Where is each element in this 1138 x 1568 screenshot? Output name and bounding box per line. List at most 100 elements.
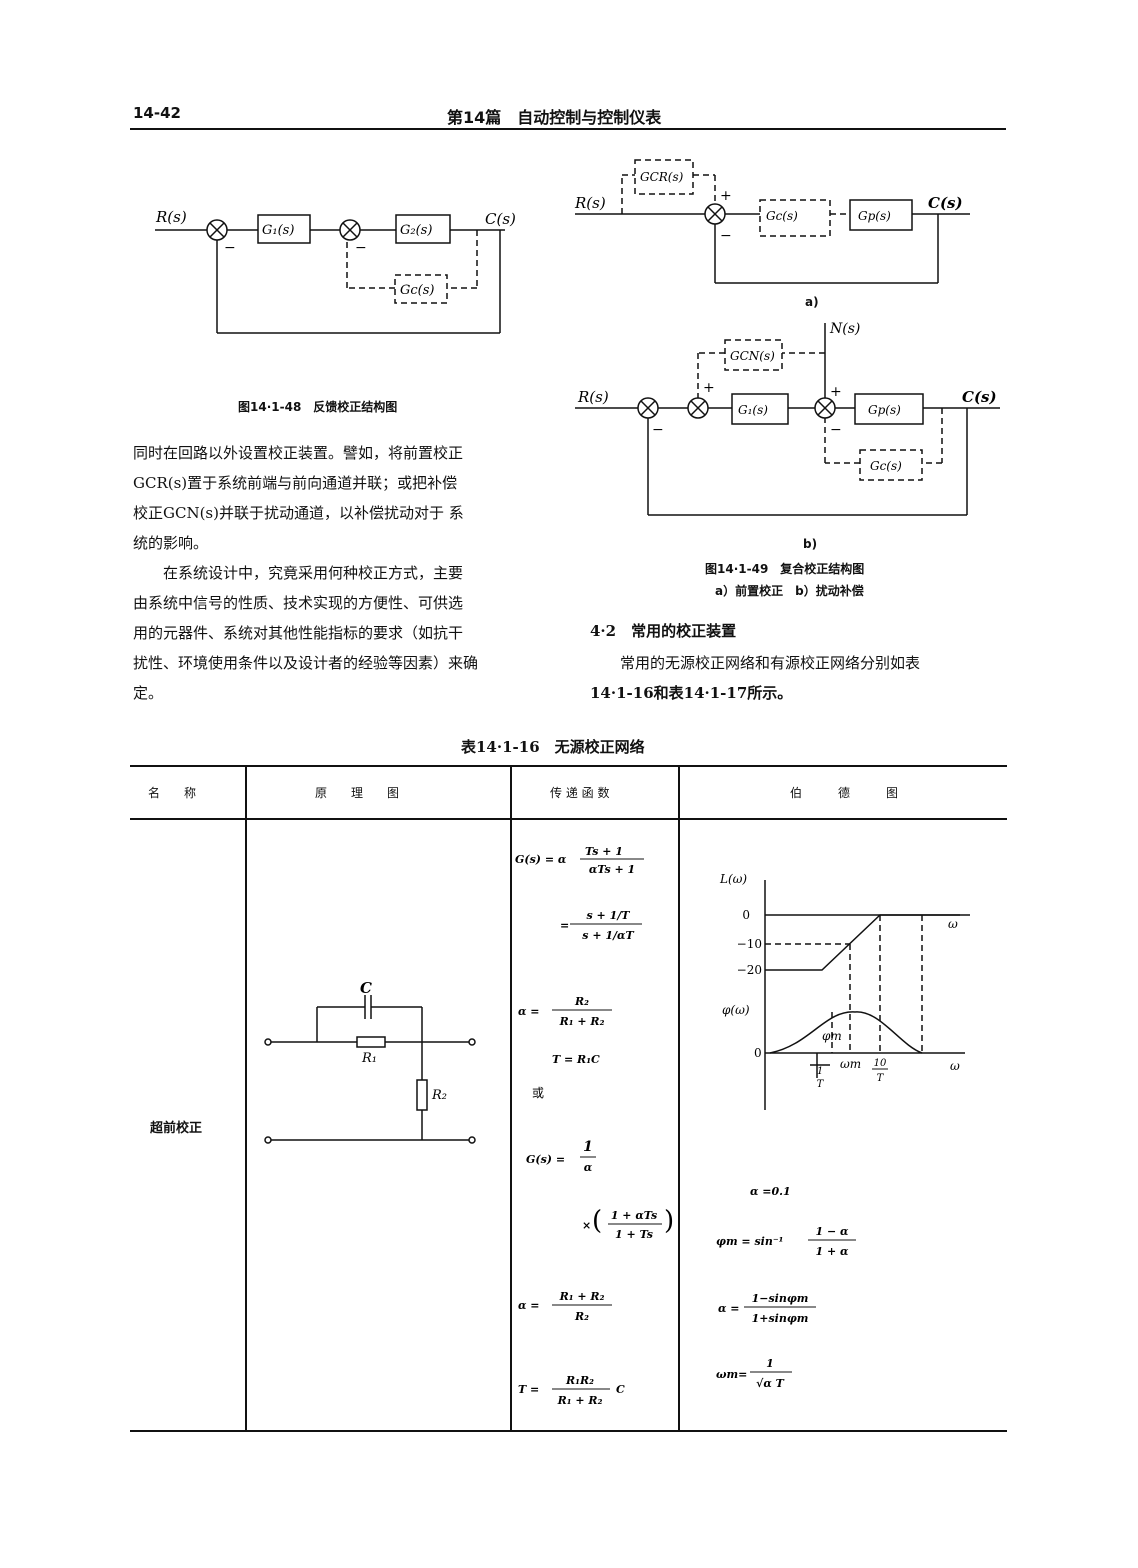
- tf8-lhs: T =: [518, 1383, 539, 1396]
- text-line: 定。: [133, 684, 164, 702]
- tf6-num: 1 + αTs: [611, 1209, 657, 1222]
- tf1-lhs: G(s) = α: [515, 853, 567, 866]
- fig49a-gp-block: Gp(s): [858, 209, 891, 223]
- fig48-input-label: R(s): [155, 208, 187, 226]
- tf1-den: αTs + 1: [589, 863, 635, 876]
- left-paragraphs: 同时在回路以外设置校正装置。譬如，将前置校正 GCR(s)置于系统前端与前向通道…: [133, 438, 558, 708]
- r1-label: R₁: [361, 1051, 377, 1066]
- tf3-lhs: α =: [518, 1005, 540, 1018]
- tf4: T = R₁C: [552, 1053, 600, 1066]
- fig48-output-label: C(s): [485, 210, 516, 228]
- tf5-den: α: [584, 1161, 593, 1174]
- bode-omega-m: ωm: [840, 1057, 861, 1071]
- bode-formulas: α =0.1 φm = sin⁻¹ 1 − α 1 + α α = 1−sinφ…: [716, 1185, 856, 1390]
- tf3-num: R₂: [574, 995, 589, 1008]
- phim-eq-num: 1 − α: [816, 1225, 850, 1238]
- text-line: GCR(s)置于系统前端与前向通道并联；或把补偿: [133, 474, 458, 492]
- tf8-num: R₁R₂: [565, 1374, 594, 1387]
- col-header-bode: 伯 德 图: [790, 786, 899, 800]
- fig49b-input-label: R(s): [577, 388, 609, 406]
- tf3-den: R₁ + R₂: [559, 1015, 605, 1028]
- text-line: 用的元器件、系统对其他性能指标的要求（如抗干: [133, 624, 464, 642]
- fig49-subcaption: a）前置校正 b）扰动补偿: [715, 584, 864, 598]
- tf7-den: R₂: [574, 1310, 589, 1323]
- tf5-num: 1: [583, 1139, 593, 1155]
- text-line: 由系统中信号的性质、技术实现的方便性、可供选: [133, 594, 464, 612]
- tf6-den: 1 + Ts: [615, 1228, 653, 1241]
- alpha-eq-den: 1+sinφm: [752, 1312, 809, 1325]
- tf2-den: s + 1/αT: [582, 929, 634, 942]
- col-divider: [510, 767, 512, 1430]
- fig49a-gc-block: Gc(s): [766, 209, 798, 223]
- omegam-den: √α T: [756, 1377, 785, 1390]
- tf7-lhs: α =: [518, 1299, 540, 1312]
- fig49a-input-label: R(s): [574, 194, 606, 212]
- table-header-rule: [130, 818, 1007, 820]
- col-header-schematic: 原 理 图: [315, 786, 400, 800]
- fig49-b-label: b): [803, 537, 818, 551]
- fig49a-gcr-block: GCR(s): [640, 170, 684, 184]
- section-paragraph: 常用的无源校正网络和有源校正网络分别如表 14·1-16和表14·1-17所示。: [590, 648, 1015, 708]
- tf2-num: s + 1/T: [587, 909, 631, 922]
- col-header-transfer: 传 递 函 数: [550, 786, 610, 800]
- fig49b-gcn-block: GCN(s): [730, 349, 775, 363]
- phim-eq-lhs: φm = sin⁻¹: [716, 1235, 783, 1248]
- col-divider: [245, 767, 247, 1430]
- text-line: 14·1-16和表14·1-17所示。: [590, 684, 793, 702]
- fig49b-minus-1: −: [652, 422, 664, 438]
- text-line: 同时在回路以外设置校正装置。譬如，将前置校正: [133, 444, 464, 462]
- chapter-title: 第14篇 自动控制与控制仪表: [447, 108, 662, 127]
- fig49-a-label: a): [805, 295, 819, 309]
- fig49-caption: 图14·1-49 复合校正结构图: [705, 562, 865, 576]
- tf-or: 或: [532, 1086, 544, 1100]
- fig48-g2-block: G₂(s): [400, 223, 432, 238]
- omegam-lhs: ωm=: [716, 1368, 747, 1381]
- alpha-eq-num: 1−sinφm: [752, 1292, 809, 1305]
- alpha-eq-lhs: α =: [718, 1302, 740, 1315]
- table-bottom-rule: [130, 1430, 1007, 1432]
- fig49b-minus-2: −: [830, 422, 842, 438]
- tf2-lhs: =: [560, 919, 569, 932]
- bode-l-label: L(ω): [719, 872, 747, 886]
- fig49a-minus: −: [720, 228, 732, 244]
- tf1-num: Ts + 1: [585, 845, 623, 858]
- fig49b-gc-block: Gc(s): [870, 459, 902, 473]
- tf6-lhs: ×: [582, 1219, 591, 1232]
- bode-phi-label: φ(ω): [722, 1003, 750, 1017]
- text-line: 校正GCN(s)并联于扰动通道，以补偿扰动对于 系: [133, 504, 464, 522]
- fig49b-plus-1: +: [703, 380, 715, 396]
- bode-omega-bottom: ω: [950, 1059, 960, 1073]
- row-name: 超前校正: [150, 1121, 203, 1136]
- col-header-name: 名 称: [148, 786, 197, 800]
- omegam-num: 1: [766, 1357, 774, 1370]
- alpha-value: α =0.1: [750, 1185, 791, 1198]
- paren-right: ): [664, 1206, 674, 1236]
- text-line: 常用的无源校正网络和有源校正网络分别如表: [620, 654, 921, 672]
- fig49b-plus-2: +: [830, 384, 842, 400]
- bode-tick-minus20: −20: [737, 963, 762, 977]
- table-title: 表14·1-16 无源校正网络: [461, 738, 645, 756]
- table-top-rule: [130, 765, 1007, 767]
- r2-label: R₂: [431, 1088, 447, 1103]
- section-heading: 4·2 常用的校正装置: [590, 622, 737, 640]
- fig48-g1-block: G₁(s): [262, 223, 294, 238]
- tf8-den: R₁ + R₂: [557, 1394, 603, 1407]
- composite-correction-diagram-b: R(s) C(s) N(s) GCN(s) G₁(s) Gp(s) Gc(s) …: [575, 321, 1000, 516]
- bode-tick-minus10: −10: [737, 937, 762, 951]
- tf5-lhs: G(s) =: [526, 1153, 565, 1166]
- col-divider: [678, 767, 680, 1430]
- bode-plot: L(ω) 0 −10 −20 ω φ(ω) 0 φm ωm 1 T 10 T ω: [719, 872, 970, 1110]
- page-number: 14-42: [133, 104, 181, 122]
- fig49a-plus: +: [720, 188, 732, 204]
- paren-left: (: [592, 1206, 602, 1236]
- bode-phi-m: φm: [822, 1029, 842, 1043]
- fig49b-output-label: C(s): [962, 388, 997, 406]
- bode-x1-den: T: [817, 1079, 825, 1090]
- bode-tick-0: 0: [742, 908, 750, 922]
- composite-correction-diagram-a: R(s) C(s) GCR(s) Gc(s) Gp(s) + −: [574, 159, 970, 284]
- lead-network-schematic: C R₁ R₂: [264, 979, 476, 1144]
- text-line: 在系统设计中，究竟采用何种校正方式，主要: [163, 564, 464, 582]
- fig49a-output-label: C(s): [928, 194, 963, 212]
- phim-eq-den: 1 + α: [816, 1245, 850, 1258]
- fig48-caption: 图14·1-48 反馈校正结构图: [238, 400, 398, 414]
